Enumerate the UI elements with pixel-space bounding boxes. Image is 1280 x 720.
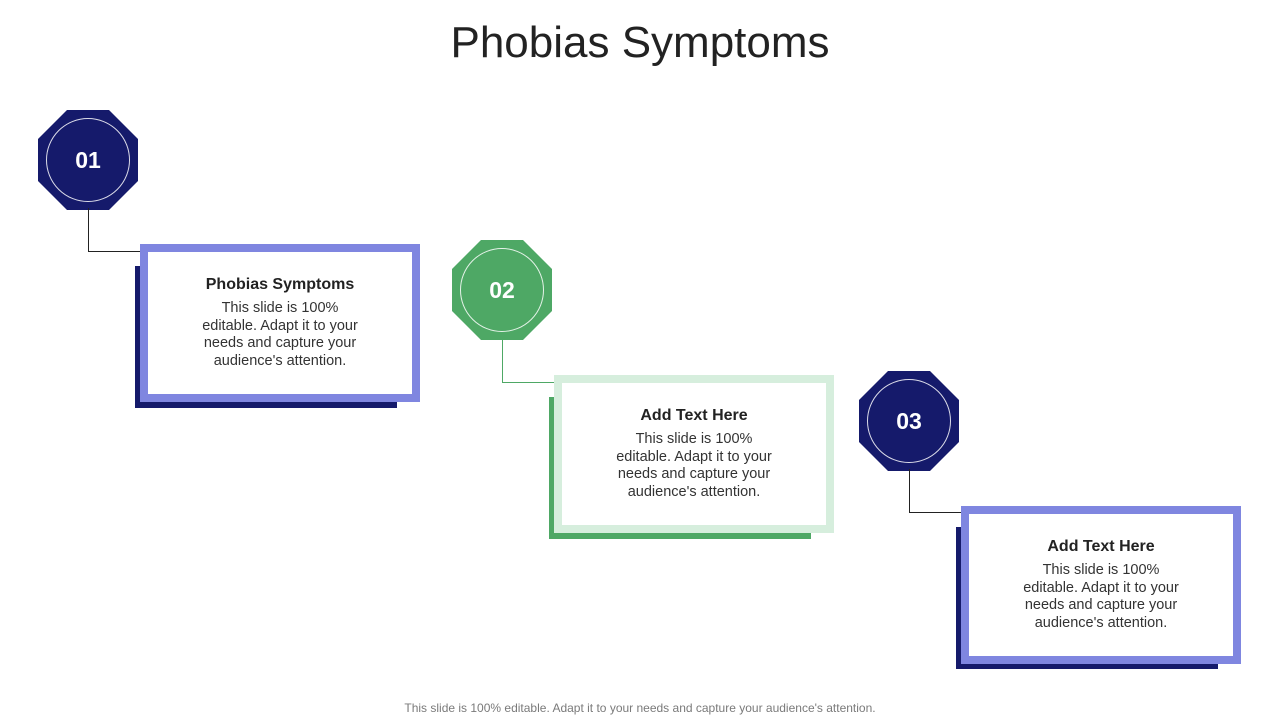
step-3-connector-horizontal	[909, 512, 965, 513]
step-1-title: Phobias Symptoms	[205, 276, 355, 293]
step-1-badge: 01	[38, 110, 138, 210]
step-1-card: Phobias Symptoms This slide is 100% edit…	[140, 244, 420, 402]
step-2-connector-horizontal	[502, 382, 558, 383]
step-2-connector-vertical	[502, 339, 503, 382]
step-1-ring	[46, 118, 130, 202]
step-3-ring	[867, 379, 951, 463]
step-2-body: This slide is 100% editable. Adapt it to…	[616, 431, 772, 500]
step-3-number: 03	[896, 408, 922, 434]
step-3-title: Add Text Here	[1047, 538, 1155, 555]
step-3-body: This slide is 100% editable. Adapt it to…	[1023, 562, 1179, 631]
slide-title: Phobias Symptoms	[450, 18, 830, 67]
step-3-connector-vertical	[909, 469, 910, 512]
step-2-badge: 02	[452, 240, 552, 340]
step-2-card: Add Text Here This slide is 100% editabl…	[554, 375, 834, 533]
step-3-card: Add Text Here This slide is 100% editabl…	[961, 506, 1241, 664]
step-1-connector-horizontal	[88, 251, 144, 252]
step-3-badge: 03	[859, 371, 959, 471]
slide-footer: This slide is 100% editable. Adapt it to…	[404, 701, 876, 715]
step-1-body: This slide is 100% editable. Adapt it to…	[202, 300, 358, 369]
step-2-ring	[460, 248, 544, 332]
step-1-number: 01	[75, 147, 101, 173]
step-2-title: Add Text Here	[640, 407, 748, 424]
step-2-number: 02	[489, 277, 515, 303]
step-1-connector-vertical	[88, 208, 89, 251]
